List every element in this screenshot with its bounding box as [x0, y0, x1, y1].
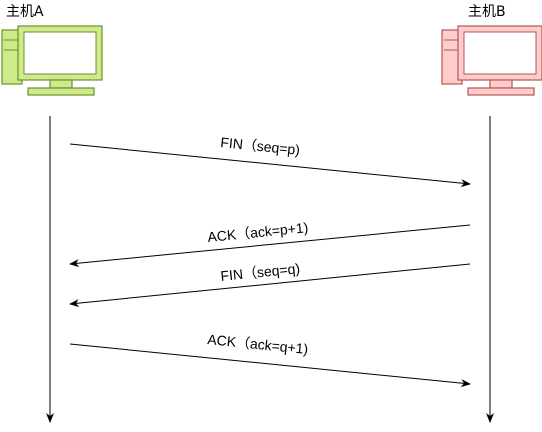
message-label-2: ACK（ack=p+1)	[207, 219, 309, 245]
message-arrow-3	[69, 263, 471, 308]
message-label-3: FIN（seq=q)	[220, 260, 301, 284]
message-arrow-1	[69, 143, 471, 188]
host-b-computer-icon	[441, 25, 542, 96]
host-a-computer-icon	[1, 25, 103, 96]
message-arrow-2	[69, 224, 471, 268]
message-label-4: ACK（ack=q+1)	[207, 331, 309, 357]
host-b-label: 主机B	[468, 4, 506, 20]
message-arrow-4	[69, 343, 471, 388]
message-label-1: FIN（seq=p)	[220, 134, 301, 158]
host-a-label: 主机A	[6, 4, 44, 20]
